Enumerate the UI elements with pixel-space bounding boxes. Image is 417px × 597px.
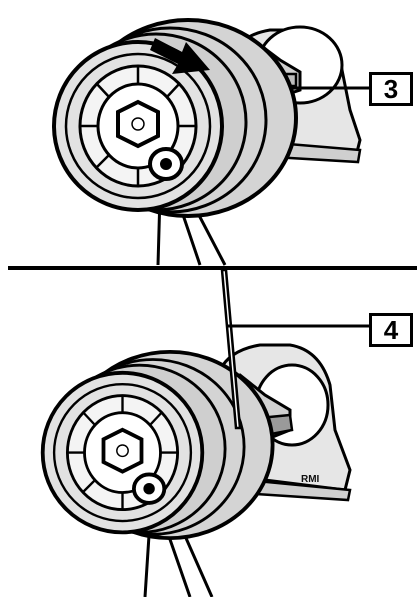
callout-label-3: 3 [369,72,413,106]
rotation-arrow-icon [150,38,210,74]
bottom-panel [40,268,369,597]
locking-pin [220,268,242,430]
rmi-watermark: RMI [301,474,320,485]
callout-label-4: 4 [369,313,413,347]
top-panel [52,18,369,266]
tensioner-pulley-lower [40,349,275,540]
